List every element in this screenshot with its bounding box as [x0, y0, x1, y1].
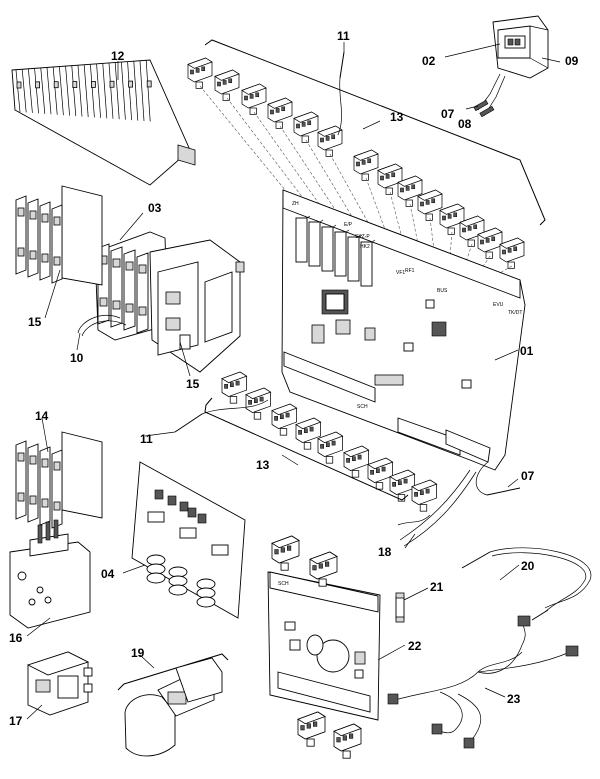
- plug-connectors-bottom: [221, 371, 438, 512]
- sensor-cable-07: [475, 461, 521, 496]
- plug-top-6: [317, 125, 343, 157]
- label-bus: BUS: [437, 288, 448, 294]
- callout-10: 10: [70, 351, 84, 365]
- callout-11-bottom: 11: [140, 432, 153, 446]
- main-circuit-board: ZH E/P SKZ-P HK2 RF1 VF1 BUS EVU TK/DT S…: [281, 189, 526, 471]
- wire-harness-10: [77, 315, 127, 337]
- overload-relay-16: [9, 519, 91, 629]
- label-zh: ZH: [292, 201, 299, 207]
- relay-5: [347, 236, 360, 282]
- cable-bundle-18: [397, 469, 477, 547]
- callout-13-bottom: 13: [256, 458, 270, 472]
- callout-21: 21: [430, 580, 444, 594]
- label-ep: E/P: [344, 222, 353, 228]
- relay-3: [321, 226, 334, 272]
- callout-08: 08: [458, 117, 472, 131]
- plug-bottom-5: [317, 431, 344, 464]
- plug-top-14: [499, 237, 525, 269]
- contactor-15-left: [15, 185, 103, 286]
- callout-13-top: 13: [390, 110, 404, 124]
- plug-22-1: [271, 535, 300, 571]
- plug-top-11: [439, 203, 465, 235]
- relay-2: [308, 221, 321, 267]
- plug-22-3: [297, 711, 326, 747]
- remote-control-unit: [473, 15, 549, 118]
- callout-15-left: 15: [28, 315, 42, 329]
- plug-top-8: [377, 163, 403, 195]
- plug-top-1: [187, 57, 213, 89]
- relay-housing-15: [149, 239, 245, 373]
- sensor-probe-bottom: [174, 399, 269, 433]
- callout-17: 17: [9, 714, 23, 728]
- callout-09: 09: [565, 54, 579, 68]
- callout-11-top: 11: [337, 29, 350, 43]
- callout-23: 23: [507, 692, 521, 706]
- fuse-21: [395, 592, 405, 623]
- plug-bottom-4: [295, 417, 322, 450]
- pcb-22: SCH: [267, 571, 381, 721]
- plug-bottom-8: [389, 469, 416, 502]
- plug-connectors-top: [187, 57, 525, 269]
- plug-top-7: [353, 149, 379, 181]
- plug-top-4: [267, 97, 293, 129]
- callout-04: 04: [101, 567, 115, 581]
- temperature-probe-20: [461, 547, 592, 621]
- plug-bottom-3: [271, 403, 298, 436]
- bracket-13-bottom: [204, 397, 409, 501]
- label-tkdt: TK/DT: [508, 310, 522, 316]
- plug-22-4: [333, 723, 362, 759]
- leader-lines: [26, 42, 520, 720]
- cover-module-19: [124, 657, 223, 757]
- plug-bottom-1: [221, 371, 248, 404]
- callout-labels: 12 11 13 02 09 07 08 03 15 10 15 01 14 1…: [9, 29, 579, 728]
- plug-bottom-2: [245, 387, 272, 420]
- callout-03: 03: [148, 201, 162, 215]
- label-vf1: VF1: [396, 270, 405, 276]
- relay-1: [295, 217, 308, 263]
- bracket-19: [117, 653, 229, 691]
- bracket-13-top: [204, 39, 546, 226]
- callout-18: 18: [378, 545, 392, 559]
- callout-07-top: 07: [441, 107, 455, 121]
- pcb-04: [131, 461, 246, 619]
- sensor-probe-top: [337, 51, 345, 136]
- plug-top-9: [397, 175, 423, 207]
- label-evu: EVU: [493, 302, 504, 308]
- contactor-14: [15, 431, 103, 529]
- relay-6: [360, 241, 373, 287]
- callout-20: 20: [521, 559, 535, 573]
- plug-bottom-9: [411, 479, 438, 512]
- plug-top-10: [417, 189, 443, 221]
- label-sch-22: SCH: [278, 581, 289, 587]
- plug-bottom-6: [343, 445, 370, 478]
- relay-4: [334, 231, 347, 277]
- plug-top-2: [214, 69, 240, 101]
- callout-12: 12: [111, 49, 125, 63]
- label-sch: SCH: [357, 404, 368, 410]
- label-skz: SKZ-P: [355, 234, 370, 240]
- callout-02: 02: [422, 54, 436, 68]
- wire-harness-23: [387, 615, 579, 749]
- plug-top-3: [241, 83, 267, 115]
- callout-19: 19: [131, 646, 145, 660]
- callout-07-bottom: 07: [521, 469, 535, 483]
- callout-22: 22: [408, 639, 422, 653]
- transformer-17: [26, 651, 93, 716]
- callout-15-right: 15: [186, 377, 200, 391]
- callout-16: 16: [9, 631, 23, 645]
- callout-01: 01: [520, 344, 534, 358]
- plug-bottom-7: [367, 457, 394, 490]
- label-hk2: HK2: [360, 244, 370, 250]
- guide-lines-top: [199, 85, 513, 275]
- plugs-22: [271, 535, 362, 759]
- plug-top-5: [293, 111, 319, 143]
- plug-top-12: [459, 215, 485, 247]
- plug-top-13: [477, 227, 503, 259]
- plug-22-2: [309, 551, 338, 587]
- callout-14: 14: [35, 409, 49, 423]
- terminal-rail-strip: [11, 59, 196, 186]
- label-rf1: RF1: [405, 268, 415, 274]
